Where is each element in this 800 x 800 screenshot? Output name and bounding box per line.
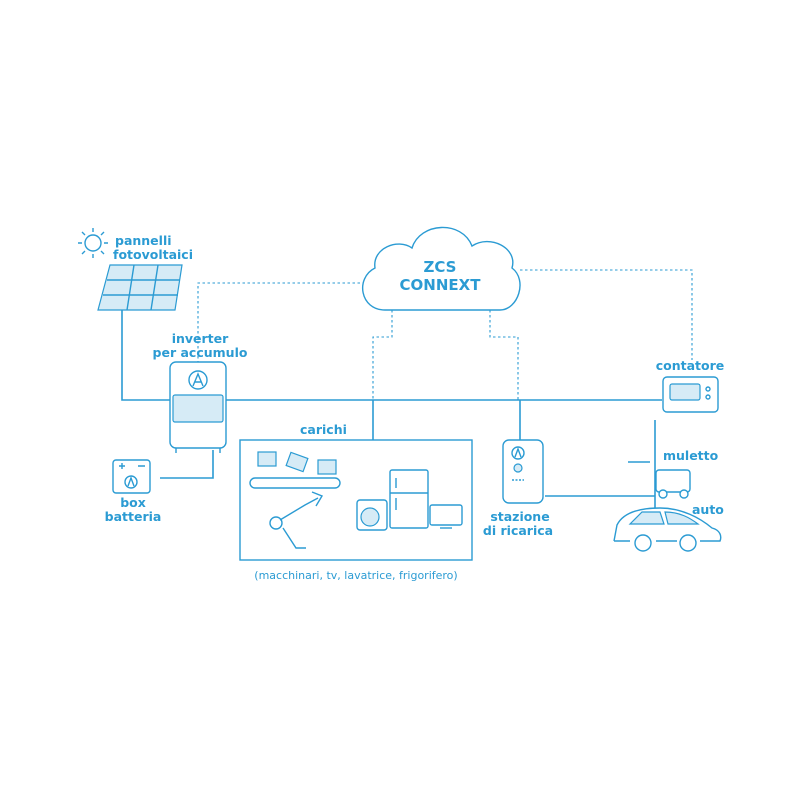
- meter-node: contatore: [656, 358, 725, 413]
- charger-label-line1: stazione: [490, 509, 549, 524]
- solar-label-line2: fotovoltaici: [113, 247, 193, 262]
- robot-arm-icon: [269, 491, 324, 549]
- solar-node: pannelli fotovoltaici: [78, 228, 193, 311]
- line-inverter-battery: [160, 450, 214, 479]
- loads-label: carichi: [300, 422, 347, 437]
- charging-station-icon: [502, 439, 544, 504]
- loads-node: carichi (macchinari, tv, lavatrice, frig…: [239, 422, 473, 582]
- battery-icon: [112, 459, 151, 494]
- washing-machine-icon: [356, 499, 388, 531]
- inverter-label-line2: per accumulo: [153, 345, 248, 360]
- charger-node: stazione di ricarica: [483, 439, 553, 538]
- cloud-connext: ZCS CONNEXT: [362, 226, 521, 311]
- fridge-icon: [389, 469, 429, 529]
- inverter-icon: [169, 361, 227, 453]
- cloud-connections: [197, 269, 693, 400]
- car-node: auto: [613, 502, 724, 552]
- dash-cloud-inverter: [197, 282, 365, 362]
- battery-node: box batteria: [105, 459, 162, 524]
- cloud-title-line1: ZCS: [424, 258, 457, 276]
- loads-caption: (macchinari, tv, lavatrice, frigorifero): [254, 569, 457, 582]
- meter-label: contatore: [656, 358, 725, 373]
- cloud-shape: [362, 226, 521, 311]
- charger-label-line2: di ricarica: [483, 523, 553, 538]
- battery-label-line1: box: [120, 495, 146, 510]
- solar-panel-icon: [97, 264, 183, 311]
- line-solar-inverter: [121, 310, 170, 401]
- conveyor-icon: [249, 451, 341, 489]
- dash-cloud-meter: [520, 269, 693, 360]
- solid-connections: [121, 310, 662, 515]
- forklift-label: muletto: [663, 448, 719, 463]
- battery-label-line2: batteria: [105, 509, 162, 524]
- solar-label-line1: pannelli: [115, 233, 172, 248]
- forklift-icon: [628, 461, 691, 499]
- car-label: auto: [692, 502, 724, 517]
- sun-icon: [78, 228, 108, 258]
- meter-icon: [662, 376, 719, 413]
- car-icon: [613, 507, 722, 552]
- inverter-label-line1: inverter: [172, 331, 229, 346]
- dash-cloud-charger: [489, 310, 519, 400]
- cloud-title-line2: CONNEXT: [400, 276, 482, 294]
- dash-cloud-loads: [372, 310, 393, 400]
- loads-box: [239, 439, 473, 561]
- inverter-node: inverter per accumulo: [153, 331, 248, 453]
- forklift-node: muletto: [628, 448, 719, 499]
- tv-icon: [429, 504, 463, 529]
